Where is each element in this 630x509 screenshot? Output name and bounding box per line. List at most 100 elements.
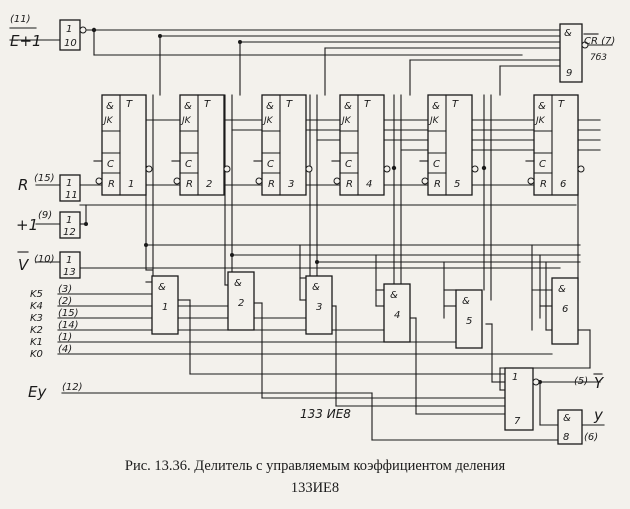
svg-text:1: 1	[66, 24, 72, 35]
flipflop-5-output-inverter	[471, 165, 479, 173]
figure-caption: Рис. 13.36. Делитель с управляемым коэфф…	[0, 455, 630, 499]
flipflop-3-output-inverter	[305, 165, 313, 173]
gate-8: & 8	[557, 409, 583, 445]
and-gate-3-body	[305, 275, 333, 335]
flipflop-4-and: &	[344, 101, 352, 112]
k-inputs: K5 (3) K4 (2) K3 (15) K2 (14) K1 (1) K0 …	[30, 284, 79, 360]
flipflop-3-body	[261, 94, 307, 196]
flipflop-4-jk: JK	[340, 116, 352, 126]
and-gate-6-symbol: &	[558, 284, 566, 295]
flipflop-6-and: &	[538, 101, 546, 112]
input-e-plus-1: (11) E+1 1 10	[9, 14, 87, 51]
k4-label: K4	[30, 301, 43, 312]
flipflop-5-r: R	[434, 179, 441, 190]
input-r: R (15) 1 11	[18, 173, 81, 202]
flipflop-2-c: C	[185, 159, 192, 170]
v-pin: (10)	[34, 254, 55, 265]
and-gate-5-body	[455, 289, 483, 349]
flipflop-4-t: T	[364, 99, 371, 110]
cr-sub: 7б3	[590, 53, 607, 63]
and-gate-5-number: 5	[466, 316, 472, 327]
flipflop-2-and: &	[184, 101, 192, 112]
and-gate-6: &6	[551, 277, 579, 345]
and-gate-1: &1	[151, 275, 179, 335]
flipflop-6-reset-inverter	[527, 177, 535, 185]
flipflop-3-jk: JK	[262, 116, 274, 126]
y-bar-pin: (5)	[574, 376, 588, 387]
flipflop-2-body	[179, 94, 225, 196]
caption-line-2: 133ИЕ8	[290, 480, 340, 496]
buffer-10	[59, 19, 81, 51]
flipflop-1-reset-inverter	[95, 177, 103, 185]
flipflop-2-t: T	[204, 99, 211, 110]
and-gate-2: &2	[227, 271, 255, 331]
svg-text:1: 1	[66, 178, 72, 189]
buffer-11	[59, 174, 81, 202]
gate-7-symbol: 1	[512, 372, 518, 383]
flipflop-5-t: T	[452, 99, 459, 110]
flipflop-6-body	[533, 94, 579, 196]
flipflop-3-num: 3	[288, 179, 294, 190]
gate-7: 1 7	[504, 367, 540, 431]
flipflop-2-reset-inverter	[173, 177, 181, 185]
flipflop-3-r: R	[268, 179, 275, 190]
flipflop-2-jk: JK	[180, 116, 192, 126]
k1-pin: (1)	[58, 332, 72, 343]
v-label: V	[18, 256, 30, 274]
k5-pin: (3)	[58, 284, 72, 295]
and-gate-2-symbol: &	[234, 278, 242, 289]
flipflop-4-reset-inverter	[333, 177, 341, 185]
k0-pin: (4)	[58, 344, 72, 355]
input-v: V (10) 1 13	[17, 251, 81, 279]
flipflop-1-body	[101, 94, 147, 196]
ey-pin: (12)	[62, 382, 83, 393]
gate-9-symbol: &	[564, 28, 572, 39]
flipflop-5-and: &	[432, 101, 440, 112]
and-gate-3: &3	[305, 275, 333, 335]
e-plus-1-label: E+1	[10, 32, 42, 50]
buffer-11-number: 11	[65, 190, 78, 201]
and-gate-1-number: 1	[162, 302, 168, 313]
k2-label: K2	[30, 325, 43, 336]
r-pin: (15)	[34, 173, 55, 184]
and-gate-4-symbol: &	[390, 290, 398, 301]
cr-pin: CR (7)	[584, 36, 615, 47]
and-gate-3-number: 3	[316, 302, 322, 313]
buffer-12	[59, 211, 81, 239]
and-gate-4-body	[383, 283, 411, 343]
and-gate-4: &4	[383, 283, 411, 343]
plus-1-label: +1	[16, 216, 38, 234]
flipflop-4-r: R	[346, 179, 353, 190]
flipflop-1-t: T	[126, 99, 133, 110]
k3-pin: (15)	[58, 308, 79, 319]
flipflop-1-r: R	[108, 179, 115, 190]
flipflop-1-num: 1	[128, 179, 134, 190]
flipflop-5-c: C	[433, 159, 440, 170]
flipflop-6-t: T	[558, 99, 565, 110]
svg-text:1: 1	[66, 215, 72, 226]
gate-9: & 9	[559, 23, 589, 83]
flipflop-2-output-inverter	[223, 165, 231, 173]
flipflop-5-reset-inverter	[421, 177, 429, 185]
k3-label: K3	[30, 313, 43, 324]
caption-line-1: Рис. 13.36. Делитель с управляемым коэфф…	[124, 458, 506, 474]
and-gate-2-body	[227, 271, 255, 331]
input-ey: Ey (12)	[28, 382, 83, 401]
and-gate-1-body	[151, 275, 179, 335]
y-label: y	[593, 406, 604, 424]
plus-1-pin: (9)	[38, 210, 52, 221]
chip-label: 133 ИЕ8	[300, 407, 351, 421]
flipflop-3-c: C	[267, 159, 274, 170]
e-plus-1-pin: (11)	[10, 14, 31, 25]
k4-pin: (2)	[58, 296, 72, 307]
flipflop-1-c: C	[107, 159, 114, 170]
flipflop-6-r: R	[540, 179, 547, 190]
gate-7-number: 7	[514, 416, 521, 427]
and-gate-3-symbol: &	[312, 282, 320, 293]
